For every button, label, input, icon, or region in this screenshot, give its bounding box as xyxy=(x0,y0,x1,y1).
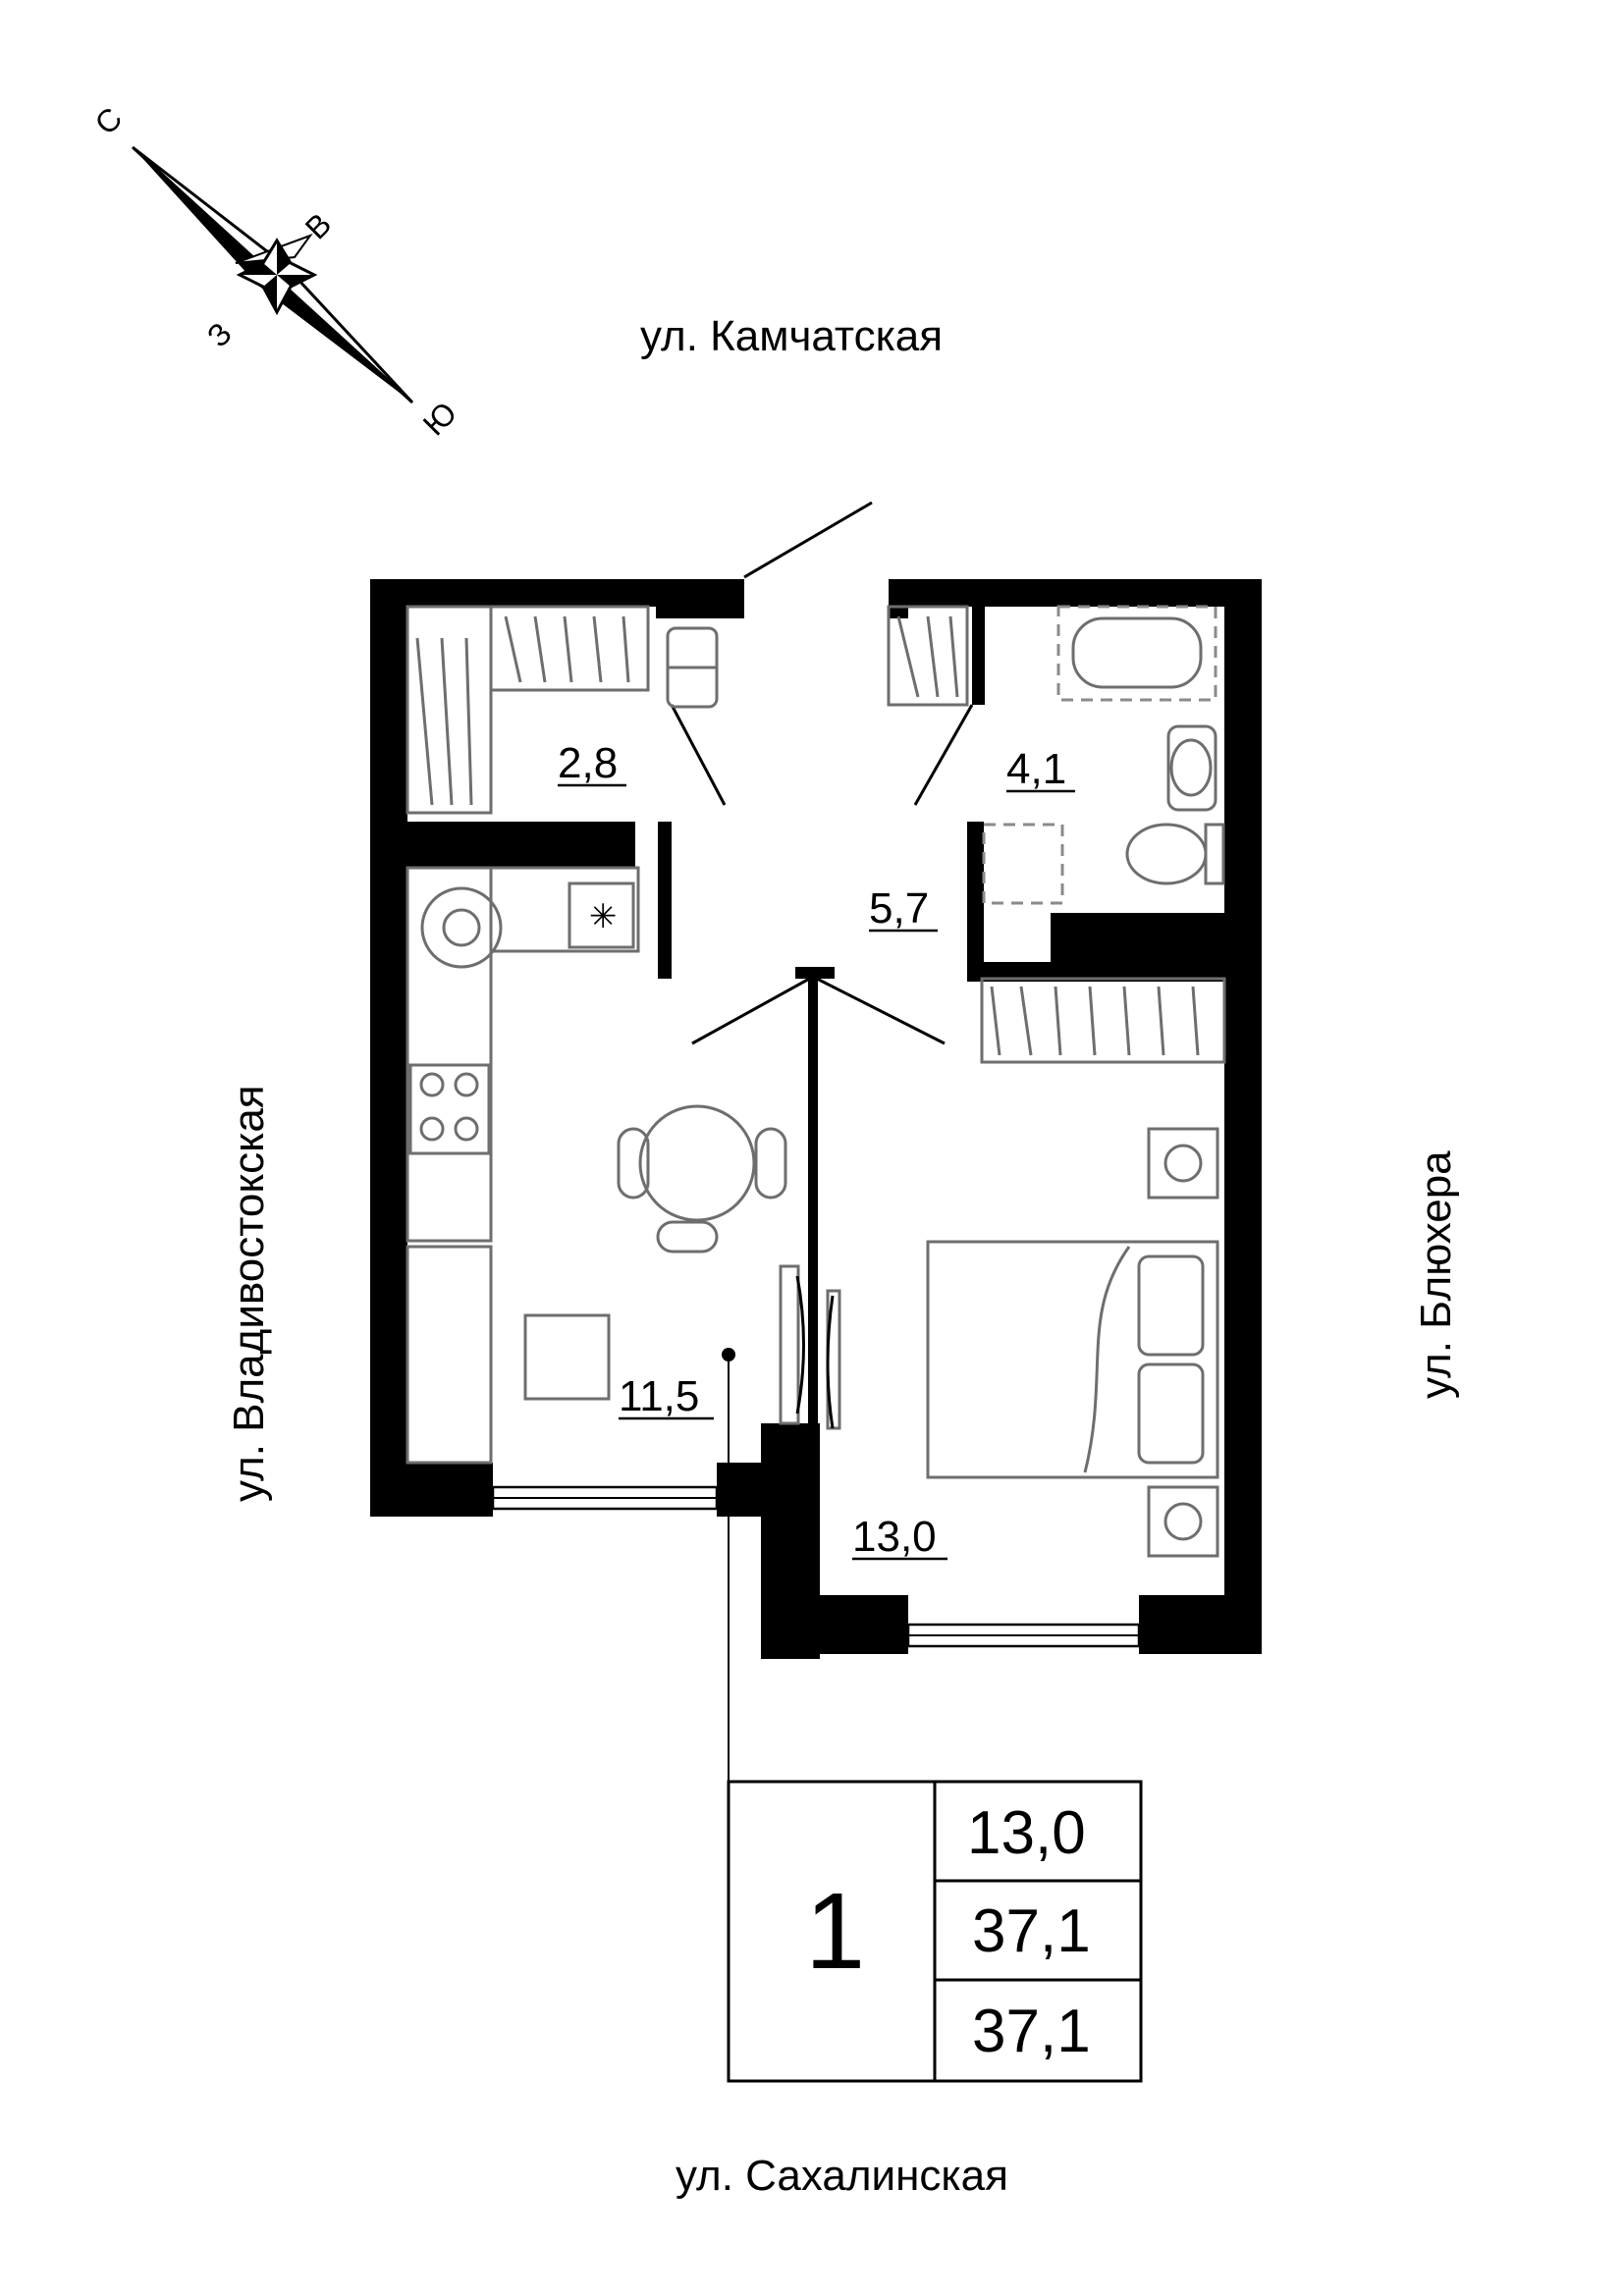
room-area-bedroom: 13,0 xyxy=(852,1513,937,1561)
room-area-bathroom: 4,1 xyxy=(1006,745,1066,793)
room-area-hallway: 5,7 xyxy=(869,884,929,933)
street-bottom-label: ул. Сахалинская xyxy=(676,2152,1008,2200)
bedroom-furniture xyxy=(926,977,1226,1558)
total-area-with-balcony-value: 37,1 xyxy=(972,1998,1091,2065)
bathroom-fixtures xyxy=(887,605,1225,905)
windows xyxy=(491,1485,1141,1648)
room-labels: 2,8 4,1 5,7 11,5 13,0 xyxy=(558,739,1075,1561)
storage-shelving xyxy=(406,605,719,815)
walls xyxy=(370,579,1262,1659)
doors xyxy=(670,501,974,1782)
street-left-label: ул. Владивостокская xyxy=(225,1085,273,1502)
living-area-value: 13,0 xyxy=(967,1799,1086,1867)
compass-rose: С В З Ю xyxy=(87,100,463,442)
room-area-kitchen: 11,5 xyxy=(619,1372,699,1420)
kitchen-furniture: ✳ xyxy=(406,866,787,1465)
compass-south-label: Ю xyxy=(416,395,463,442)
street-right-label: ул. Блюхера xyxy=(1412,1150,1460,1399)
compass-west-label: З xyxy=(200,316,239,354)
summary-table: 1 13,0 37,1 37,1 xyxy=(727,1780,1143,2083)
compass-north-label: С xyxy=(87,100,129,141)
room-area-storage: 2,8 xyxy=(558,739,618,787)
rooms-count: 1 xyxy=(805,1871,865,1992)
street-top-label: ул. Камчатская xyxy=(640,312,943,360)
total-area-value: 37,1 xyxy=(972,1897,1091,1965)
svg-text:✳: ✳ xyxy=(589,898,618,935)
